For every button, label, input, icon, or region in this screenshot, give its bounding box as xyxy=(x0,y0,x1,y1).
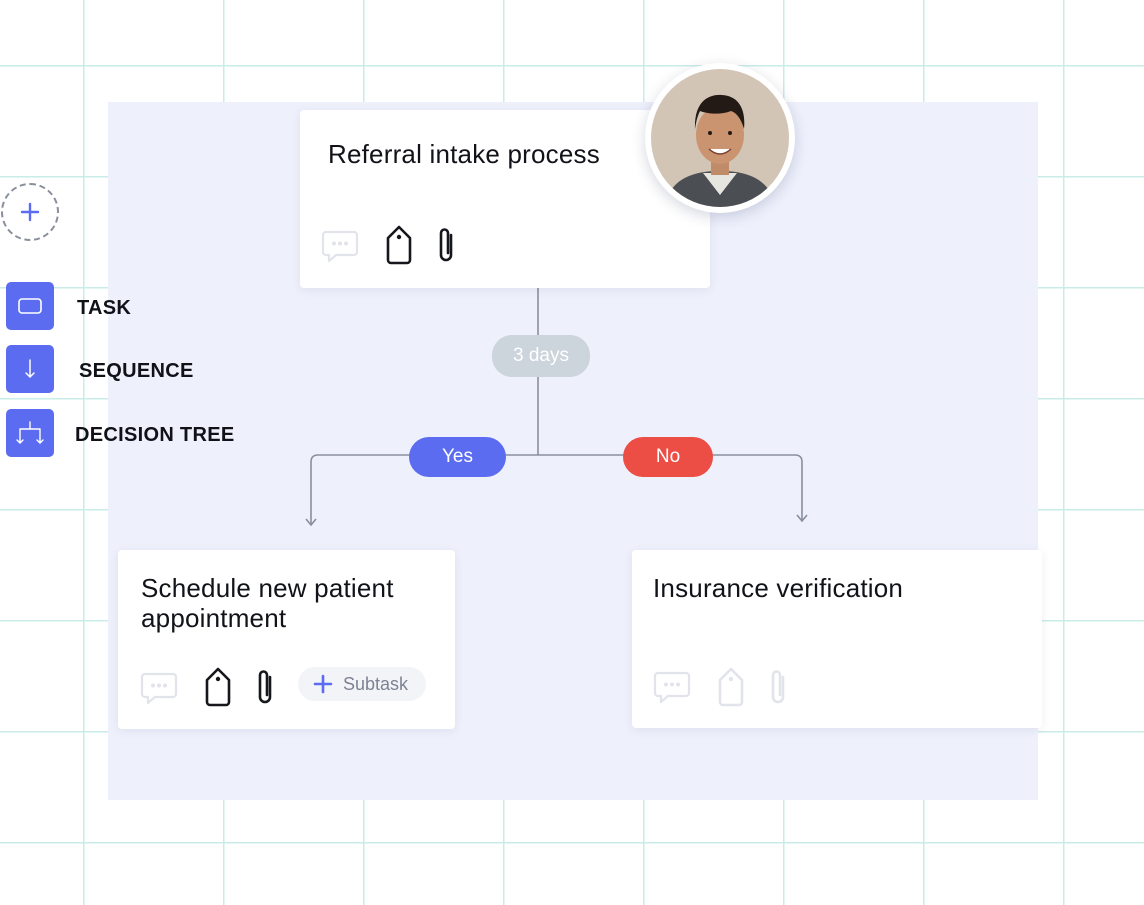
person-icon xyxy=(651,69,789,207)
plus-icon xyxy=(313,674,333,694)
plus-icon xyxy=(20,202,40,222)
yes-branch-badge[interactable]: Yes xyxy=(409,437,506,477)
comment-icon[interactable] xyxy=(139,668,179,708)
comment-icon[interactable] xyxy=(652,667,692,707)
sequence-tool-label: SEQUENCE xyxy=(79,360,194,382)
sequence-tool-button[interactable] xyxy=(6,345,54,393)
decision-tree-tool-button[interactable] xyxy=(6,409,54,457)
root-task-card[interactable]: Referral intake process xyxy=(300,110,710,288)
task-icon xyxy=(18,298,42,314)
tag-icon[interactable] xyxy=(384,224,414,266)
schedule-appointment-card[interactable]: Schedule new patient appointment xyxy=(118,550,455,729)
delay-label: 3 days xyxy=(513,345,569,366)
add-subtask-label: Subtask xyxy=(343,673,409,694)
yes-connector xyxy=(310,454,538,524)
add-node-button[interactable] xyxy=(1,183,59,241)
yes-arrowhead xyxy=(305,518,317,527)
tag-icon[interactable] xyxy=(203,666,233,708)
task-tool-button[interactable] xyxy=(6,282,54,330)
comment-icon[interactable] xyxy=(320,226,360,266)
no-connector xyxy=(538,454,803,520)
no-branch-badge[interactable]: No xyxy=(623,437,713,477)
root-task-title: Referral intake process xyxy=(328,139,600,169)
insurance-verification-card[interactable]: Insurance verification xyxy=(632,550,1042,728)
branch-icon xyxy=(16,421,44,444)
decision-tree-tool-label: DECISION TREE xyxy=(75,424,235,446)
schedule-appointment-title-line2: appointment xyxy=(141,603,287,633)
no-branch-label: No xyxy=(655,446,681,467)
no-arrowhead xyxy=(796,514,808,523)
attachment-icon[interactable] xyxy=(435,225,459,265)
attachment-icon[interactable] xyxy=(254,667,278,707)
tag-icon[interactable] xyxy=(716,666,746,708)
add-subtask-button[interactable]: Subtask xyxy=(298,667,426,701)
task-tool-label: TASK xyxy=(77,297,132,319)
arrow-down-icon xyxy=(25,359,35,379)
schedule-appointment-title-line1: Schedule new patient xyxy=(141,573,394,603)
yes-branch-label: Yes xyxy=(442,446,473,467)
schedule-appointment-title: Schedule new patient appointment xyxy=(141,573,394,633)
delay-badge[interactable]: 3 days xyxy=(492,335,590,377)
assignee-avatar[interactable] xyxy=(645,63,795,213)
attachment-icon[interactable] xyxy=(767,667,791,707)
insurance-verification-title: Insurance verification xyxy=(653,573,904,603)
